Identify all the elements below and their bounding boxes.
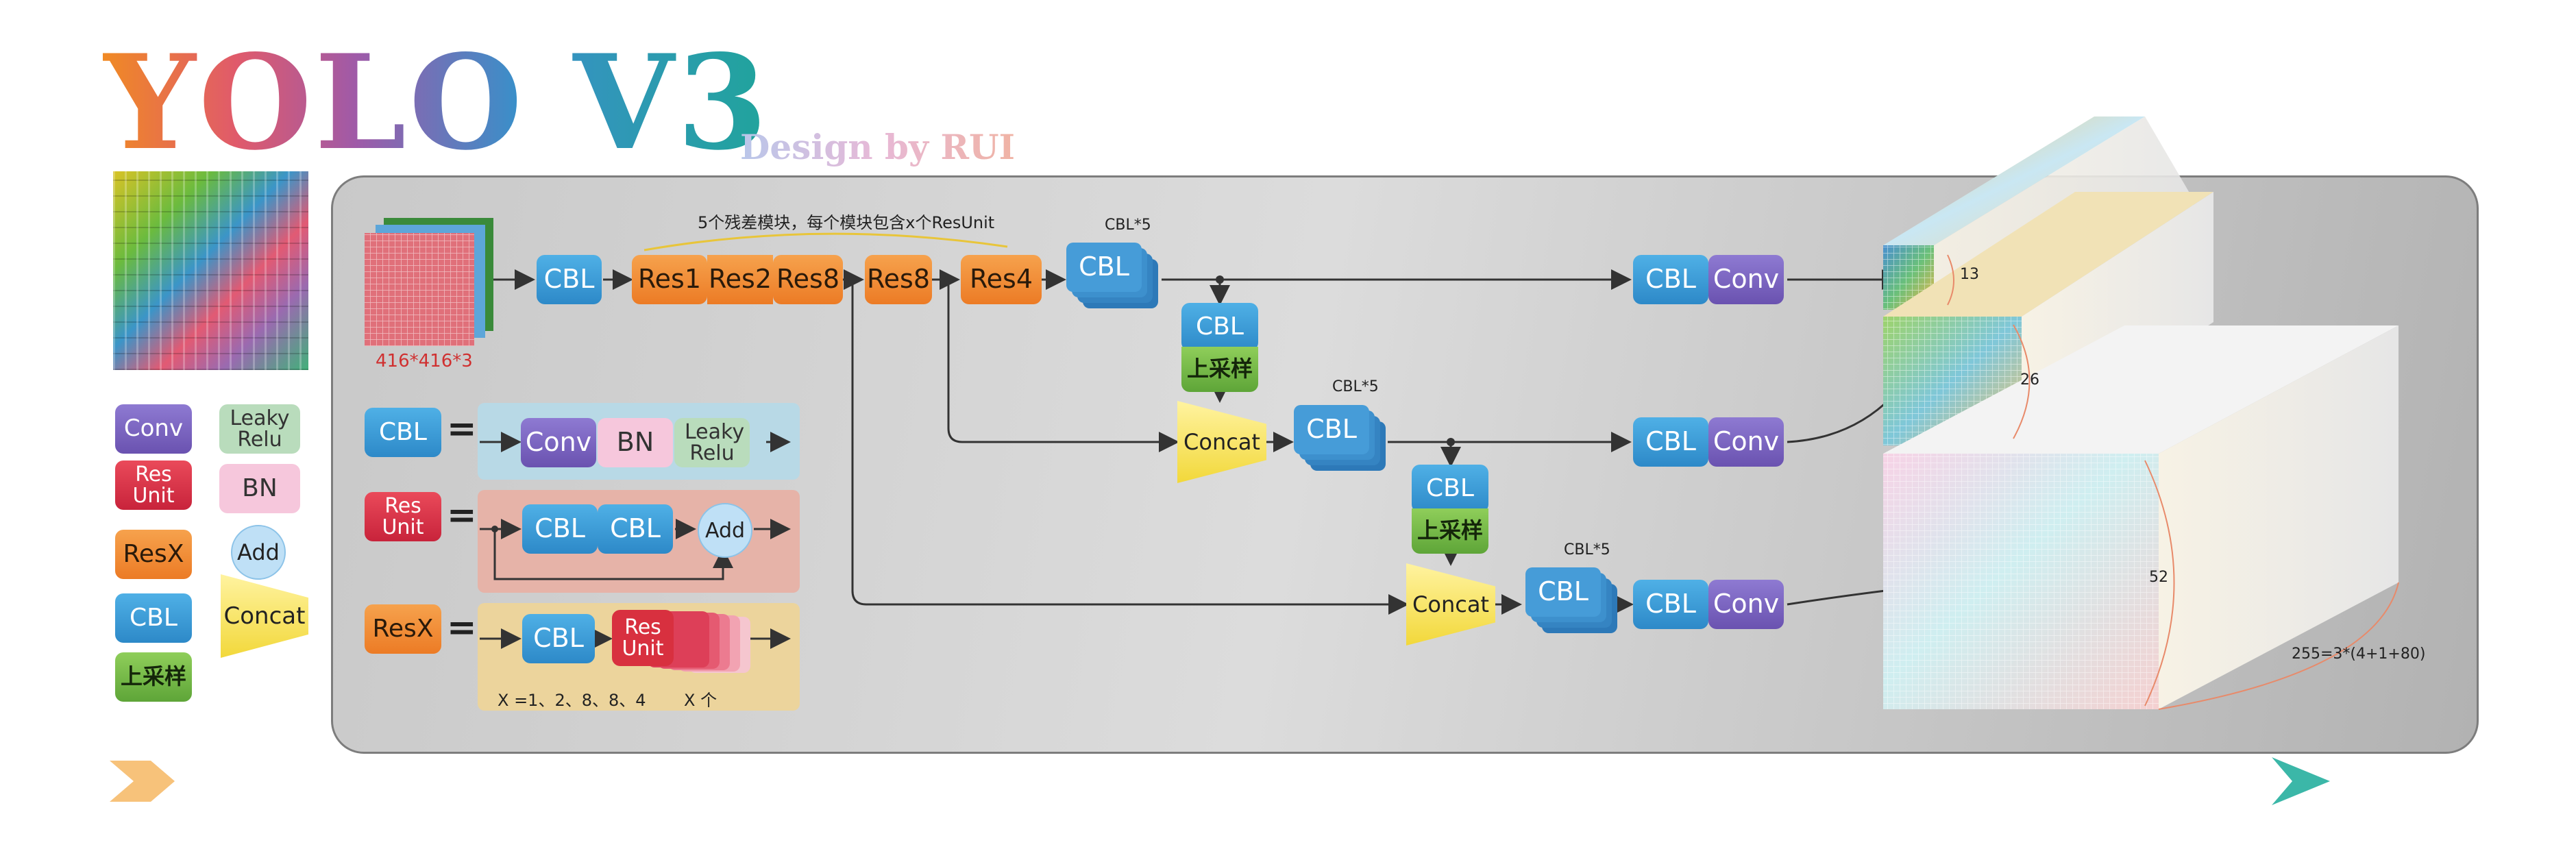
- row3-upsample: 上采样: [1412, 508, 1488, 554]
- equals-sign-1: =: [447, 408, 477, 450]
- row2-up-cbl: CBL: [1181, 303, 1258, 351]
- resx-x-count: X 个: [684, 691, 717, 710]
- def-resunit-add: Add: [698, 503, 752, 558]
- equals-sign-2: =: [447, 495, 477, 536]
- legend-conv: Conv: [115, 404, 192, 454]
- def-resx-resunit: Res Unit: [612, 610, 674, 666]
- cbl5-block-2: CBL: [1306, 414, 1357, 445]
- legend-res-unit: Res Unit: [115, 460, 192, 510]
- def-resx-cbl: CBL: [522, 614, 595, 663]
- legend-resunit-label: Res Unit: [132, 462, 175, 508]
- input-size-label: 416*416*3: [376, 351, 473, 371]
- backbone-res1: Res1: [632, 255, 707, 304]
- cbl5-label-1: CBL*5: [1105, 217, 1151, 234]
- backbone-res2: Res2: [707, 255, 773, 304]
- input-stack: [365, 218, 493, 346]
- row3-up-cbl: CBL: [1412, 465, 1488, 513]
- legend-upsample: 上采样: [115, 652, 192, 702]
- sample-image: [113, 171, 308, 370]
- def-cbl-bn: BN: [598, 418, 673, 467]
- subtitle: Design by RUI: [740, 127, 1016, 167]
- legend-bn: BN: [219, 464, 300, 513]
- row2-cbl: CBL: [1633, 417, 1708, 467]
- backbone-res8-1: Res8: [773, 255, 843, 304]
- row2-upsample: 上采样: [1181, 347, 1258, 392]
- legend-add: Add: [231, 525, 286, 580]
- output-scale-13: 13: [1960, 266, 1979, 283]
- cbl5-stack-3: [1525, 567, 1617, 633]
- resx-x-values: X =1、2、8、8、4: [498, 691, 646, 710]
- cbl5-label-2: CBL*5: [1332, 378, 1379, 395]
- output-scale-26: 26: [2020, 371, 2039, 389]
- def-cbl-conv: Conv: [521, 418, 596, 467]
- backbone-res8-2: Res8: [865, 255, 932, 304]
- legend-concat-label: Concat: [223, 602, 306, 630]
- cbl5-label-3: CBL*5: [1564, 541, 1610, 558]
- legend-upsample-label: 上采样: [120, 663, 186, 690]
- output-scale-52: 52: [2149, 569, 2168, 586]
- def-resx-resunit-label: Res Unit: [622, 615, 664, 661]
- legend-bn-label: BN: [242, 474, 278, 503]
- backbone-res4: Res4: [961, 255, 1042, 304]
- bottom-arrow: [110, 757, 2330, 805]
- page-title: YOLO V3: [103, 26, 771, 179]
- cbl5-block-1: CBL: [1079, 251, 1129, 282]
- legend-cbl-label: CBL: [130, 604, 177, 632]
- cbl5-stack-1: [1066, 243, 1158, 308]
- def-resunit-cbl-2: CBL: [598, 504, 673, 554]
- row2-conv: Conv: [1708, 417, 1784, 467]
- legend-resx: ResX: [115, 530, 192, 579]
- cbl5-block-3: CBL: [1538, 576, 1588, 607]
- legend-cbl: CBL: [115, 593, 192, 643]
- backbone-cbl: CBL: [537, 255, 602, 304]
- legend-leaky-relu: Leaky Relu: [219, 404, 300, 454]
- def-cbl-leaky-label: Leaky Relu: [685, 419, 745, 465]
- legend-conv-label: Conv: [123, 415, 184, 443]
- row3-cbl: CBL: [1633, 580, 1708, 629]
- def-resunit-lhs: Res Unit: [365, 492, 441, 541]
- legend-add-label: Add: [237, 539, 280, 565]
- cbl5-stack-2: [1294, 405, 1386, 471]
- def-cbl-lhs: CBL: [365, 408, 441, 457]
- def-resx-lhs: ResX: [365, 604, 441, 654]
- row1-conv: Conv: [1708, 255, 1784, 304]
- def-cbl-leaky: Leaky Relu: [674, 418, 750, 467]
- legend-resx-label: ResX: [123, 540, 184, 569]
- row3-conv: Conv: [1708, 580, 1784, 629]
- backbone-annotation: 5个残差模块，每个模块包含x个ResUnit: [698, 213, 995, 232]
- legend-leaky-label: Leaky Relu: [230, 406, 290, 452]
- def-resunit-cbl-1: CBL: [522, 504, 598, 554]
- output-channels: 255=3*(4+1+80): [2292, 646, 2426, 663]
- output-52x52: [1883, 325, 2399, 709]
- row1-cbl: CBL: [1633, 255, 1708, 304]
- equals-sign-3: =: [447, 607, 477, 648]
- def-resunit-lhs-label: Res Unit: [382, 493, 424, 539]
